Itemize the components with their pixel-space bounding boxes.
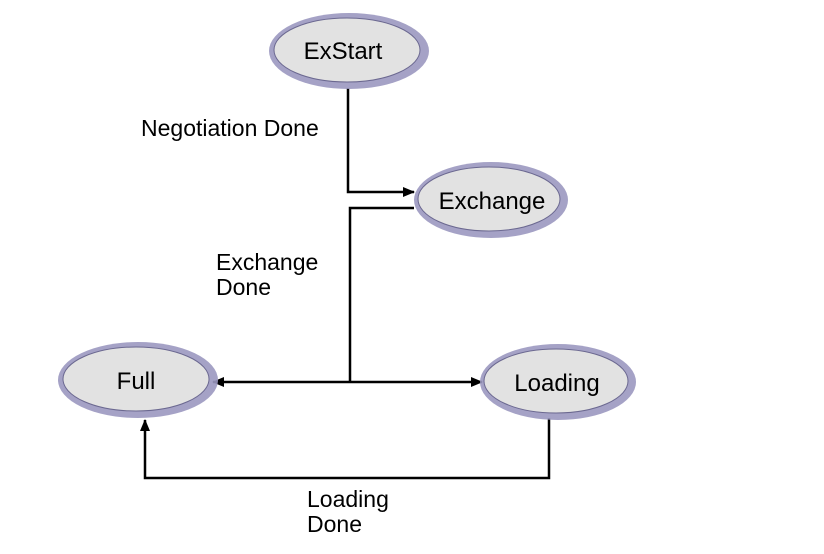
state-node-full: Full	[58, 342, 218, 418]
connectors	[140, 88, 551, 480]
transition-label-loading-done-line2: Done	[307, 511, 362, 537]
transition-label-negotiation-done: Negotiation Done	[141, 115, 319, 141]
transition-label-exchange-done-line1: Exchange	[216, 249, 318, 275]
transition-label-exchange-done-line2: Done	[216, 274, 271, 300]
state-node-exchange: Exchange	[414, 162, 568, 238]
edge-exstart-to-exchange	[346, 88, 415, 197]
state-label-exchange: Exchange	[439, 188, 546, 215]
state-node-exstart: ExStart	[269, 13, 429, 89]
edge-exchange-out	[348, 206, 414, 382]
state-label-exstart: ExStart	[304, 38, 383, 65]
edge-loading-to-full	[140, 418, 551, 480]
state-node-loading: Loading	[480, 344, 636, 420]
state-label-full: Full	[117, 368, 156, 395]
transition-label-loading-done-line1: Loading	[307, 486, 389, 512]
state-label-loading: Loading	[514, 370, 599, 397]
